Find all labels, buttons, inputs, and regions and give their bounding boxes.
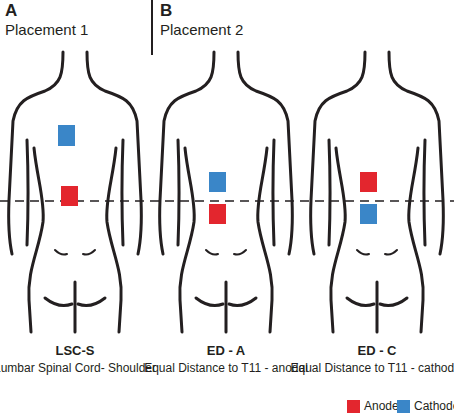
panel-title: Placement 2 [160,22,243,39]
legend-text: Anode [364,399,399,413]
torso-outline [9,52,142,332]
anode-electrode [360,172,377,192]
panel-divider [151,0,153,55]
cathode-electrode [209,172,226,192]
condition-description: Equal Distance to T11 - cathodal [291,362,454,375]
legend-swatch [347,400,360,413]
condition-description: Lumbar Spinal Cord- Shoulder [0,362,156,375]
legend-swatch [397,400,410,413]
cathode-electrode [58,125,75,146]
legend-text: Cathode [414,399,454,413]
condition-code: ED - A [207,344,246,358]
condition-code: ED - C [358,344,397,358]
anode-electrode [209,204,226,224]
condition-code: LSC-S [56,344,95,358]
legend-entry: Cathode [397,399,454,413]
panel-letter: B [160,2,172,21]
panel-letter: A [5,2,17,21]
cathode-electrode [360,204,377,224]
condition-description: Equal Distance to T11 - anodal [144,362,308,375]
legend-entry: Anode [347,399,399,413]
torso-outline [311,52,444,332]
panel-title: Placement 1 [5,22,88,39]
torso-outline [160,52,293,332]
anode-electrode [61,186,78,206]
